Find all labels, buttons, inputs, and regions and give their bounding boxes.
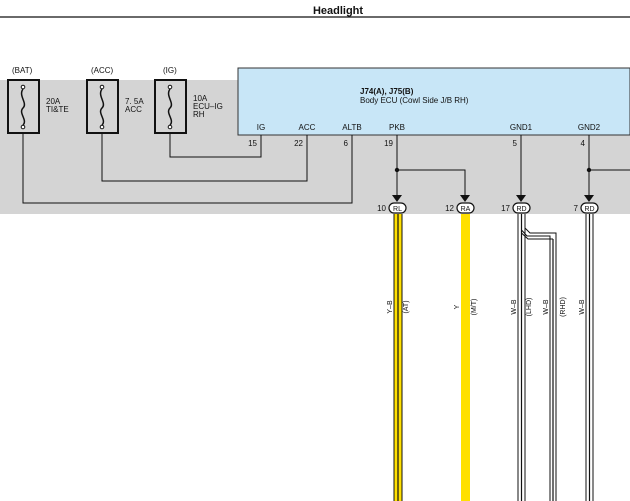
pin-number-gnd1: 5: [513, 139, 518, 148]
wire-yb: [393, 214, 403, 501]
fuse-ig-name-line2: RH: [193, 110, 205, 119]
wire-y: [461, 214, 470, 501]
connector-rd-gnd1: RD: [512, 202, 531, 214]
wire-label-wb-rhd: W–B: [543, 299, 550, 315]
wire-label-y: Y: [454, 304, 461, 309]
wire-label-yb: Y–B: [387, 300, 394, 314]
ecu-name: Body ECU (Cowl Side J/B RH): [360, 96, 469, 105]
body-ecu-box: [237, 67, 630, 136]
wire-label-wb-rhd-note: (RHD): [560, 297, 567, 317]
pin-number-acc: 22: [294, 139, 303, 148]
connector-rd-gnd2: RD: [580, 202, 599, 214]
pin-label-acc: ACC: [299, 123, 316, 132]
connector-rl: RL: [388, 202, 407, 214]
fuse-ig-name-line1: ECU–IG: [193, 102, 223, 111]
fuse-ig-source: (IG): [163, 66, 177, 75]
fuse-acc-rating: 7. 5A: [125, 97, 144, 106]
fuse-acc-name: ACC: [125, 105, 142, 114]
fuse-bat-rating: 20A: [46, 97, 61, 106]
wire-label-wb-gnd2: W–B: [579, 299, 586, 315]
fuse-acc-source: (ACC): [91, 66, 114, 75]
junction-wiring: [22, 133, 630, 204]
pin-number-gnd2: 4: [581, 139, 586, 148]
fuse-ig-rating: 10A: [193, 94, 208, 103]
wire-label-y-note: (M/T): [471, 299, 478, 316]
pin-number-pkb: 19: [384, 139, 393, 148]
connector-ra: RA: [456, 202, 475, 214]
connector-ra-number: 12: [445, 204, 454, 213]
fuse-bat-name: TI&TE: [46, 105, 69, 114]
wire-label-wb-lhd: W–B: [511, 299, 518, 315]
pin-label-gnd2: GND2: [578, 123, 601, 132]
connector-rl-code: RL: [393, 206, 402, 213]
connector-rd-gnd1-number: 17: [501, 204, 510, 213]
connector-ra-code: RA: [461, 206, 471, 213]
ecu-connector-ids: J74(A), J75(B): [360, 87, 414, 96]
wire-wb-gnd1: [517, 214, 557, 501]
diagram-title: Headlight: [313, 5, 363, 17]
connector-rl-number: 10: [377, 204, 386, 213]
connector-rd-gnd2-number: 7: [574, 204, 579, 213]
connector-rd-gnd2-code: RD: [584, 206, 594, 213]
pin-label-pkb: PKB: [389, 123, 405, 132]
connector-arrows: [392, 195, 594, 202]
connector-rd-gnd1-code: RD: [516, 206, 526, 213]
pin-label-ig: IG: [257, 123, 265, 132]
junction-dots: [394, 167, 592, 173]
pin-label-altb: ALTB: [342, 123, 361, 132]
wire-label-wb-lhd-note: (LHD): [526, 298, 533, 317]
wire-wb-gnd2: [585, 214, 594, 501]
pin-number-altb: 6: [344, 139, 349, 148]
wire-label-yb-note: (AT): [403, 300, 410, 313]
pin-number-ig: 15: [248, 139, 257, 148]
pin-label-gnd1: GND1: [510, 123, 533, 132]
fuse-bat-source: (BAT): [12, 66, 33, 75]
